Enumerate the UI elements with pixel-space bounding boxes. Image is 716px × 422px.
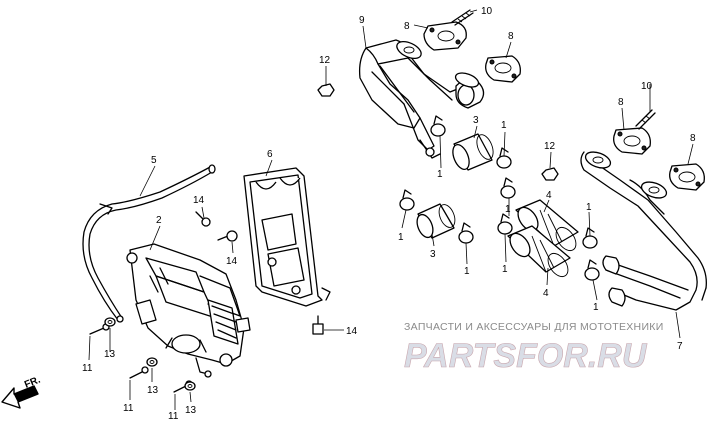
joint-rubber-4-upper (515, 199, 579, 252)
callout-8: 8 (690, 133, 696, 144)
stud-upper (451, 9, 474, 26)
joint-rubber-4-lower (507, 225, 571, 278)
callout-11: 11 (123, 403, 134, 414)
callout-2: 2 (156, 215, 162, 226)
callout-13: 13 (147, 385, 159, 396)
callout-11: 11 (168, 411, 179, 422)
manifold-lower (580, 151, 707, 311)
callout-1: 1 (501, 120, 507, 131)
front-direction-arrow: FR. (1, 374, 42, 409)
carburetor-assembly (126, 243, 251, 378)
joint-rubber-3-lower (416, 203, 456, 239)
callout-5: 5 (151, 155, 157, 166)
watermark-brand: PARTSFOR.RU (404, 337, 648, 375)
callout-4: 4 (543, 288, 549, 299)
callout-14: 14 (226, 256, 238, 267)
washers-13 (104, 317, 196, 391)
front-direction-label: FR. (23, 374, 42, 390)
callout-12: 12 (544, 141, 556, 152)
callout-8: 8 (618, 97, 624, 108)
callout-14: 14 (346, 326, 358, 337)
leader-lines (88, 9, 694, 410)
callout-6: 6 (267, 149, 273, 160)
watermark-subtitle: ЗАПЧАСТИ И АКСЕССУАРЫ ДЛЯ МОТОТЕХНИКИ (404, 321, 664, 333)
watermark: ЗАПЧАСТИ И АКСЕССУАРЫ ДЛЯ МОТОТЕХНИКИ PA… (404, 321, 664, 375)
callout-1: 1 (398, 232, 404, 243)
manifold-upper (358, 39, 485, 159)
callout-13: 13 (185, 405, 197, 416)
callout-4: 4 (546, 190, 552, 201)
carb-plate (243, 167, 331, 307)
joint-rubber-3-upper (452, 133, 494, 171)
hose-clamps (399, 115, 600, 281)
callout-1: 1 (464, 266, 470, 277)
callout-13: 13 (104, 349, 116, 360)
callout-8: 8 (404, 21, 410, 32)
gasket-upper-left (423, 21, 467, 51)
vent-tube (82, 164, 216, 323)
callout-1: 1 (437, 169, 443, 180)
callout-1: 1 (593, 302, 599, 313)
callout-14: 14 (193, 195, 205, 206)
callout-numbers: 1 1 1 1 1 1 1 1 2 3 3 4 4 5 6 7 8 8 8 8 … (82, 6, 696, 422)
gasket-upper-right (485, 55, 521, 83)
callout-3: 3 (430, 249, 436, 260)
screws-14 (195, 211, 324, 335)
callout-1: 1 (586, 202, 592, 213)
callout-10: 10 (481, 6, 493, 17)
callout-10: 10 (641, 81, 653, 92)
nut-lower (541, 167, 559, 181)
callout-7: 7 (677, 341, 683, 352)
callout-12: 12 (319, 55, 331, 66)
callout-1: 1 (502, 264, 508, 275)
callout-9: 9 (359, 15, 365, 26)
callout-8: 8 (508, 31, 514, 42)
nut-upper (317, 83, 335, 97)
callout-11: 11 (82, 363, 93, 374)
gasket-lower-left (613, 127, 651, 155)
callout-1: 1 (505, 204, 511, 215)
callout-3: 3 (473, 115, 479, 126)
stud-lower (635, 109, 656, 130)
gasket-lower-right (669, 163, 705, 191)
